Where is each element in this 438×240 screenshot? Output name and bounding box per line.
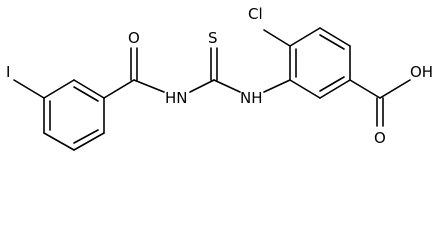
ring-inner-double-bond <box>319 34 345 50</box>
hydroxyl-label: OH <box>410 63 433 81</box>
thione-sulfur-label: S <box>208 29 218 47</box>
c-i-bond <box>13 79 45 99</box>
amide-nitrogen-label: HN <box>165 89 188 107</box>
ring-bond <box>319 79 351 99</box>
ring-bond <box>289 79 321 99</box>
chlorobenzoic-ring <box>289 27 351 99</box>
ring-inner-double-bond <box>73 129 99 144</box>
ring-inner-double-bond <box>319 76 345 92</box>
ring-bond <box>289 27 321 47</box>
nitrogen-thiocarbon-bond <box>189 79 215 93</box>
c-oh-bond <box>379 79 411 99</box>
iodophenyl-ring <box>43 79 105 151</box>
molecule-structure: I O HN S NH Cl OH O <box>6 5 433 151</box>
ring-bond <box>73 79 105 99</box>
c-cl-bond <box>263 29 291 47</box>
ring-bond <box>319 27 351 47</box>
chlorine-label: Cl <box>248 5 263 23</box>
ring-inner-double-bond <box>73 86 99 102</box>
nitrogen-ring-bond <box>263 79 291 93</box>
acid-oxygen-label: O <box>374 129 386 147</box>
ring-bond <box>73 132 105 151</box>
structure-canvas: I O HN S NH Cl OH O <box>6 5 433 151</box>
ring-carboxyl-bond <box>349 79 381 99</box>
thiocarbon-nitrogen-bond <box>213 79 241 93</box>
iodine-label: I <box>6 63 10 81</box>
carbonyl-oxygen-label: O <box>128 29 140 47</box>
ring-bond <box>43 132 75 151</box>
ring-bond <box>43 79 75 99</box>
ring-carbonyl-bond <box>103 79 135 99</box>
thioamide-nitrogen-label: NH <box>240 89 263 107</box>
carbonyl-nitrogen-bond <box>133 79 165 93</box>
